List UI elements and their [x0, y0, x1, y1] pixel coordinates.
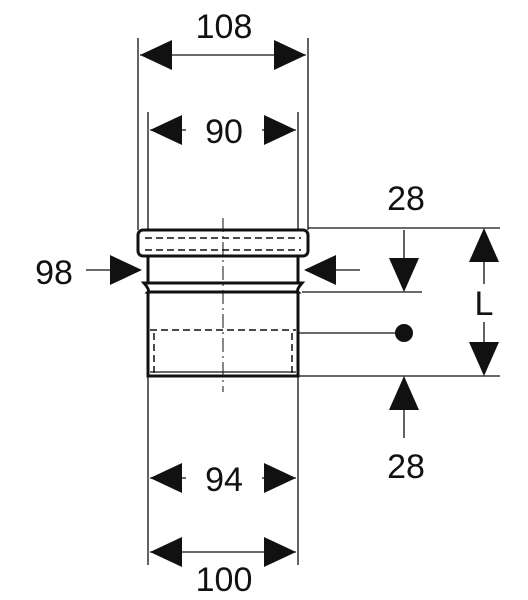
pipe-fitting	[136, 218, 310, 392]
fitting-body-upper	[146, 256, 300, 283]
dim-100: 100	[150, 537, 296, 599]
dim-label-108: 108	[196, 8, 253, 46]
dim-label-28-bottom: 28	[387, 448, 425, 486]
dim-label-90: 90	[205, 113, 243, 151]
dim-90: 90	[150, 113, 296, 151]
dim-label-28-top: 28	[387, 180, 425, 218]
dim-28-top: 28	[387, 180, 425, 292]
dim-28-bottom: 28	[387, 376, 425, 486]
extension-lines	[137, 38, 500, 565]
dim-L: L	[469, 228, 499, 376]
dim-label-L: L	[475, 285, 494, 323]
reference-point	[395, 324, 413, 342]
dim-label-94: 94	[205, 461, 243, 499]
dim-label-98: 98	[35, 254, 73, 292]
dim-94: 94	[150, 461, 296, 499]
dim-98: 98	[35, 254, 360, 292]
dim-label-100: 100	[196, 561, 253, 599]
dim-108: 108	[140, 8, 306, 70]
